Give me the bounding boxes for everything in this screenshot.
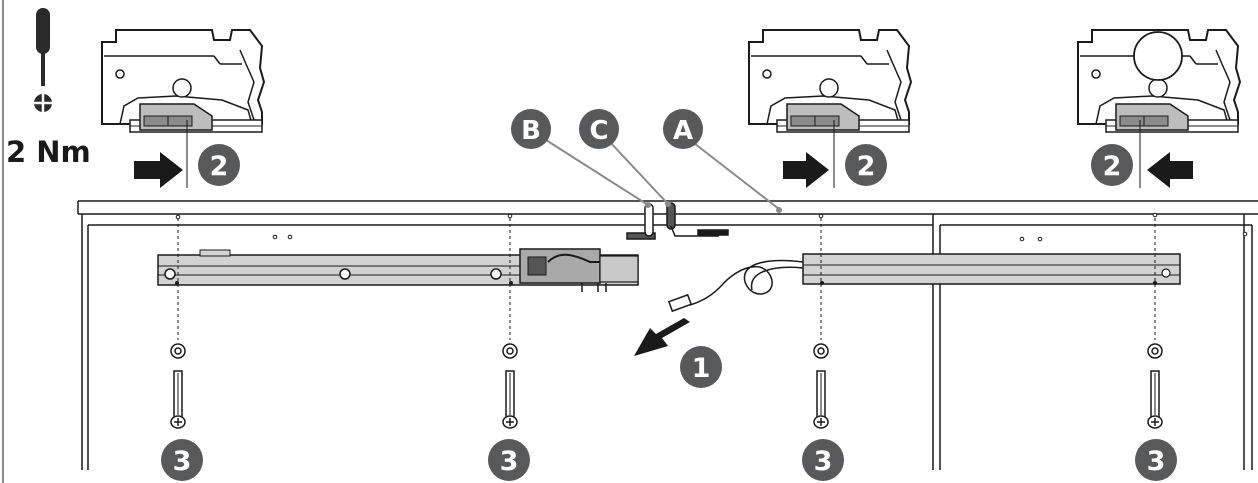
- svg-text:2: 2: [1103, 151, 1122, 182]
- phillips-bit-icon: [34, 94, 52, 112]
- callout-a: A: [663, 109, 703, 149]
- svg-text:3: 3: [1147, 446, 1166, 477]
- step-badge-3: 3: [802, 439, 844, 481]
- step-badge-2: 2: [845, 144, 887, 186]
- bracket-detail-middle: [748, 29, 912, 133]
- callout-c: C: [579, 109, 619, 149]
- svg-text:3: 3: [814, 446, 833, 477]
- torque-label: 2 Nm: [6, 135, 91, 169]
- operator-rail-right: [802, 253, 1181, 285]
- svg-text:C: C: [589, 116, 608, 146]
- door-frame: [77, 200, 1258, 470]
- step-badge-2: 2: [198, 144, 240, 186]
- operator-unit-left: [157, 248, 639, 292]
- screw-icon: [1147, 343, 1163, 429]
- push-arrow-right-icon: [783, 152, 829, 188]
- screw-icon: [813, 343, 829, 429]
- fixing-parts: [626, 202, 729, 240]
- svg-text:2: 2: [857, 151, 876, 182]
- step-badge-1: 1: [680, 346, 722, 388]
- svg-text:B: B: [521, 116, 541, 146]
- screwdriver-icon: [36, 8, 50, 86]
- frame-holes: [272, 231, 1248, 242]
- svg-text:1: 1: [692, 353, 711, 384]
- screw-icon: [170, 343, 186, 429]
- push-arrow-right-icon: [134, 152, 183, 188]
- screw-icon: [502, 343, 518, 429]
- svg-text:A: A: [673, 116, 693, 146]
- callout-b: B: [511, 109, 551, 149]
- bracket-detail-right: [1077, 29, 1241, 133]
- bracket-detail-left: [101, 29, 265, 133]
- svg-text:3: 3: [173, 446, 192, 477]
- svg-text:3: 3: [500, 446, 519, 477]
- step-badge-3: 3: [1135, 439, 1177, 481]
- svg-text:2: 2: [210, 151, 229, 182]
- connector-cable: [667, 259, 804, 313]
- step-badge-3: 3: [161, 439, 203, 481]
- step-badge-2: 2: [1091, 144, 1133, 186]
- pull-arrow-icon: [634, 318, 690, 356]
- push-arrow-left-icon: [1147, 152, 1193, 188]
- step-badge-3: 3: [488, 439, 530, 481]
